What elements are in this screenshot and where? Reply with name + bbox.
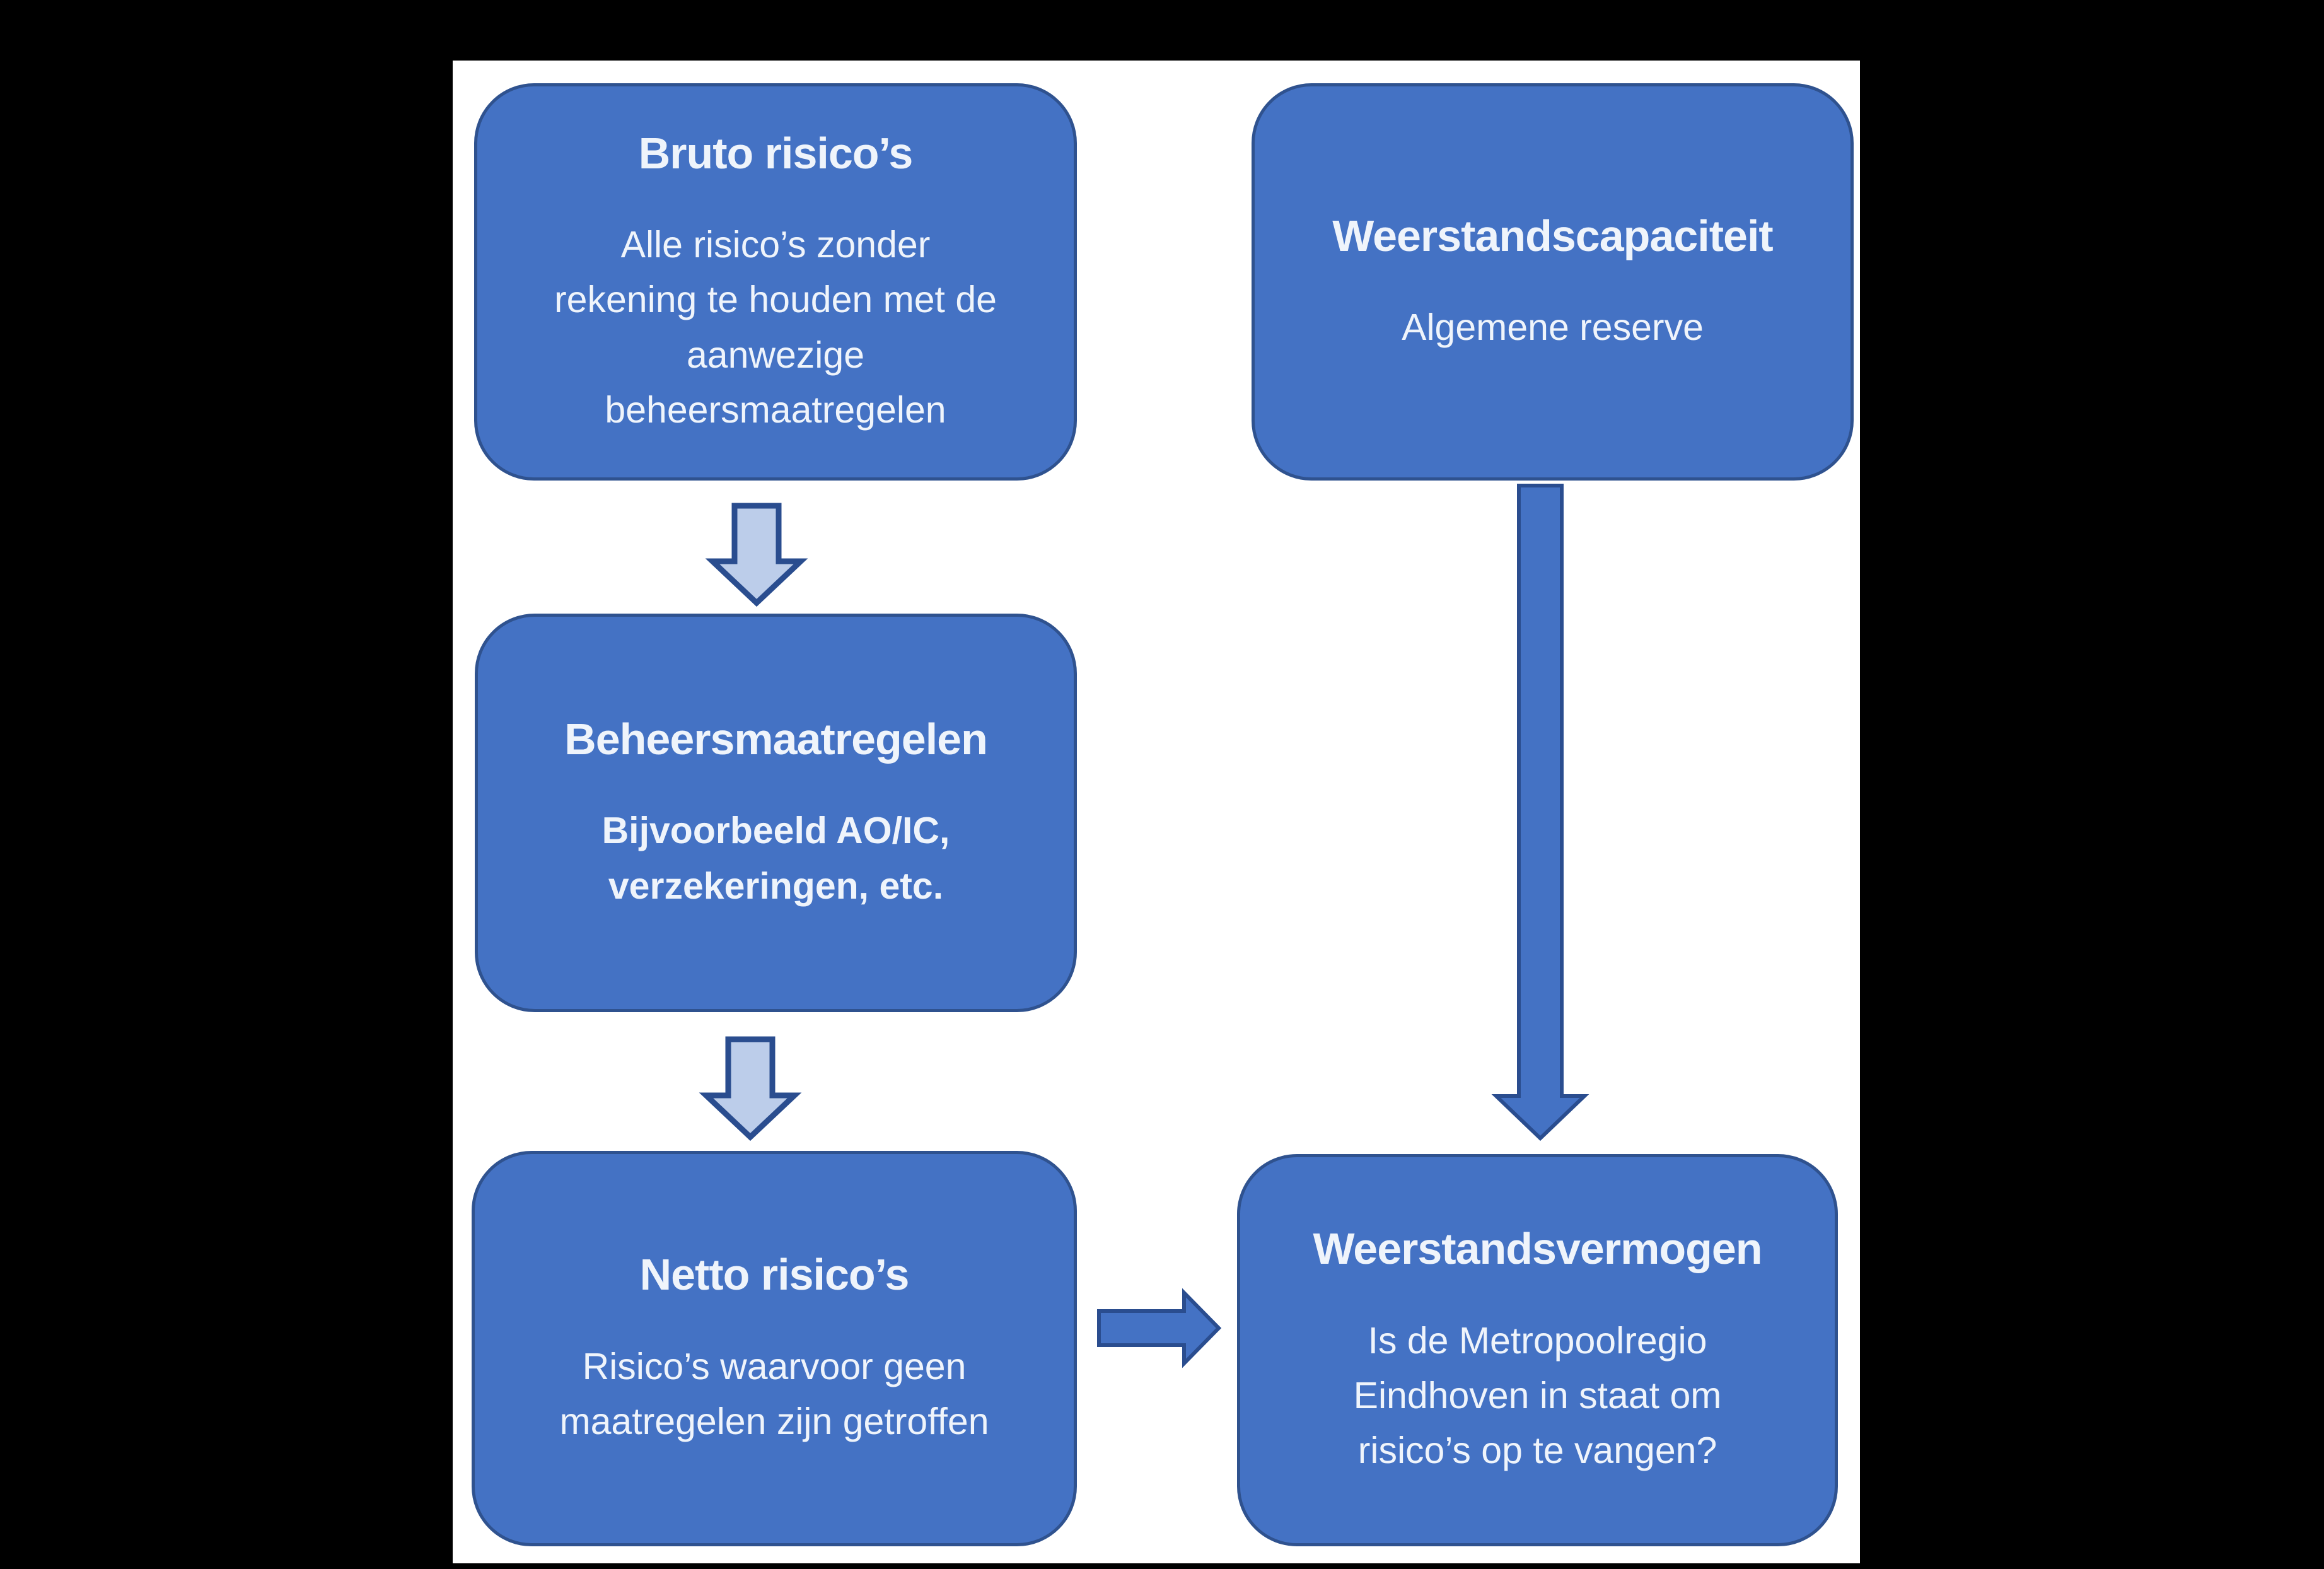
node-beheersmaatregelen-body: Bijvoorbeeld AO/IC, verzekeringen, etc. <box>601 810 950 907</box>
diagram-canvas: Bruto risico’s Alle risico’s zonder reke… <box>453 61 1860 1563</box>
down-arrow-icon <box>699 1036 802 1141</box>
node-bruto-risicos-body: Alle risico’s zonder rekening te houden … <box>554 224 997 431</box>
node-netto-risicos-title: Netto risico’s <box>639 1250 910 1300</box>
node-weerstandsvermogen-body: Is de Metropoolregio Eindhoven in staat … <box>1353 1319 1722 1472</box>
node-bruto-risicos: Bruto risico’s Alle risico’s zonder reke… <box>474 83 1077 481</box>
node-bruto-risicos-title: Bruto risico’s <box>638 128 914 178</box>
down-arrow-icon <box>705 503 808 607</box>
node-weerstandsvermogen: Weerstandsvermogen Is de Metropoolregio … <box>1237 1154 1838 1546</box>
down-arrow-icon <box>1491 484 1589 1141</box>
node-beheersmaatregelen: Beheersmaatregelen Bijvoorbeeld AO/IC, v… <box>475 614 1077 1012</box>
node-weerstandscapaciteit: Weerstandscapaciteit Algemene reserve <box>1252 83 1854 481</box>
node-weerstandscapaciteit-body: Algemene reserve <box>1402 306 1704 349</box>
node-netto-risicos-body: Risico’s waarvoor geen maatregelen zijn … <box>559 1345 989 1443</box>
right-arrow-icon <box>1097 1288 1222 1368</box>
node-weerstandscapaciteit-title: Weerstandscapaciteit <box>1332 211 1773 260</box>
node-netto-risicos: Netto risico’s Risico’s waarvoor geen ma… <box>472 1151 1077 1546</box>
node-beheersmaatregelen-title: Beheersmaatregelen <box>564 714 988 764</box>
node-weerstandsvermogen-title: Weerstandsvermogen <box>1313 1224 1762 1274</box>
